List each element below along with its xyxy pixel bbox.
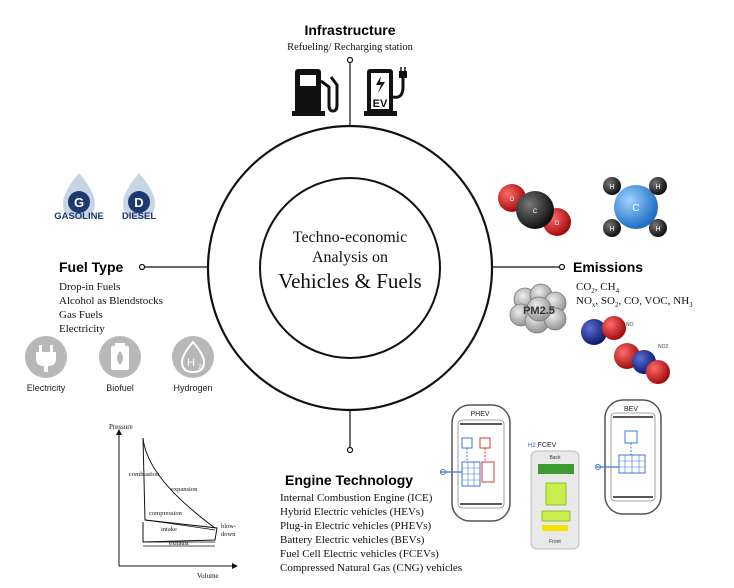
pm25-label: PM2.5: [523, 305, 555, 317]
hydrogen-subscript: 2: [198, 364, 202, 371]
phev-schematic: PHEV: [440, 404, 511, 522]
engine-list: Internal Combustion Engine (ICE) Hybrid …: [280, 491, 462, 575]
pv-label: blow-: [221, 523, 236, 530]
hydrogen-symbol: H: [187, 357, 195, 369]
fuel-type-title: Fuel Type: [59, 259, 124, 275]
fcev-label: FCEV: [538, 442, 557, 449]
fuel-type-item: Drop-in Fuels: [59, 281, 121, 293]
co2-atom: C: [533, 209, 538, 215]
ch4-molecule-icon: H H C H H: [603, 177, 667, 237]
diesel-label: DIESEL: [121, 211, 157, 222]
ev-letters: EV: [373, 98, 388, 110]
pv-compression-curve: [144, 519, 216, 531]
center-title: Techno-economic Analysis on Vehicles & F…: [260, 228, 440, 294]
connector-bottom-dot: [346, 446, 354, 454]
bev-label: BEV: [624, 406, 638, 413]
pv-label: down: [221, 531, 236, 538]
h2-label: H2: [528, 443, 536, 449]
pv-xlabel: Volume: [197, 572, 219, 580]
phev-label: PHEV: [470, 411, 489, 418]
center-title-line1: Techno-economic: [292, 229, 408, 246]
pv-label: expansion: [171, 486, 198, 493]
inner-ring: [259, 177, 441, 359]
pv-expansion-curve: [142, 437, 216, 529]
center-title-line2: Analysis on: [312, 249, 388, 266]
pm25-cloud-icon: PM2.5: [509, 283, 567, 334]
fuel-type-item: Gas Fuels: [59, 309, 103, 321]
electricity-plug-icon: [25, 336, 67, 378]
engine-item: Internal Combustion Engine (ICE): [280, 492, 433, 504]
emissions-line-1: CO2, CH4: [576, 281, 620, 296]
engine-title: Engine Technology: [285, 472, 414, 488]
pv-label: combustion: [129, 471, 160, 478]
pv-label: intake: [161, 526, 177, 533]
infrastructure-subtitle: Refueling/ Recharging station: [287, 42, 413, 53]
co2-molecule-icon: O C O: [498, 184, 571, 236]
nox-molecules-icon: NO NO2: [581, 316, 670, 384]
ch4-atom: H: [655, 184, 660, 191]
pv-ylabel: Pressure: [109, 423, 133, 431]
engine-item: Compressed Natural Gas (CNG) vehicles: [280, 562, 463, 574]
co2-atom: O: [510, 197, 515, 203]
emissions-title: Emissions: [573, 259, 644, 275]
ch4-atom: H: [609, 226, 614, 233]
ev-charger-icon: EV: [364, 67, 407, 116]
center-title-line3: Vehicles & Fuels: [278, 269, 422, 293]
back-label: Back: [549, 455, 561, 461]
front-label: Front: [549, 539, 561, 545]
bev-schematic: BEV: [595, 399, 662, 515]
ch4-atom: C: [632, 203, 639, 214]
pv-label: compression: [149, 510, 183, 517]
hydrogen-label: Hydrogen: [173, 383, 213, 393]
no-label: NO: [626, 322, 634, 328]
infrastructure-title: Infrastructure: [304, 22, 396, 38]
gasoline-letter: G: [74, 195, 84, 210]
connector-top-dot: [346, 56, 354, 64]
fuel-type-item: Electricity: [59, 323, 105, 335]
fuel-badges: G D: [63, 173, 155, 219]
hydrogen-icon: H 2: [172, 336, 214, 378]
engine-item: Hybrid Electric vehicles (HEVs): [280, 506, 424, 518]
gasoline-label: GASOLINE: [54, 211, 104, 222]
pv-label: exhaust: [169, 540, 189, 547]
gasoline-drop-icon: G: [63, 173, 95, 219]
co2-atom: O: [555, 221, 560, 227]
fuel-type-item: Alcohol as Blendstocks: [59, 295, 163, 307]
ch4-atom: H: [655, 226, 660, 233]
fcev-schematic: FCEV H2 Back Front: [528, 442, 580, 550]
diesel-letter: D: [134, 195, 143, 210]
biofuel-can-icon: [99, 336, 141, 378]
electricity-label: Electricity: [26, 383, 66, 393]
fuel-icons: H 2: [25, 336, 214, 378]
gas-pump-icon: [292, 69, 339, 116]
connector-left-dot: [138, 263, 146, 271]
connector-right-dot: [558, 263, 566, 271]
fuel-type-list: Drop-in Fuels Alcohol as Blendstocks Gas…: [59, 280, 163, 336]
engine-item: Battery Electric vehicles (BEVs): [280, 534, 425, 546]
biofuel-label: Biofuel: [106, 383, 134, 393]
pv-cycle-outline: [142, 437, 218, 543]
diesel-drop-icon: D: [123, 173, 155, 219]
ch4-atom: H: [609, 184, 614, 191]
pv-diagram: Pressure Volume combustion expansion com…: [109, 423, 238, 580]
no2-label: NO2: [658, 344, 669, 350]
engine-item: Fuel Cell Electric vehicles (FCEVs): [280, 548, 439, 560]
emissions-line-2: NOx, SO2, CO, VOC, NH3: [576, 295, 693, 310]
engine-item: Plug-in Electric vehicles (PHEVs): [280, 520, 432, 532]
